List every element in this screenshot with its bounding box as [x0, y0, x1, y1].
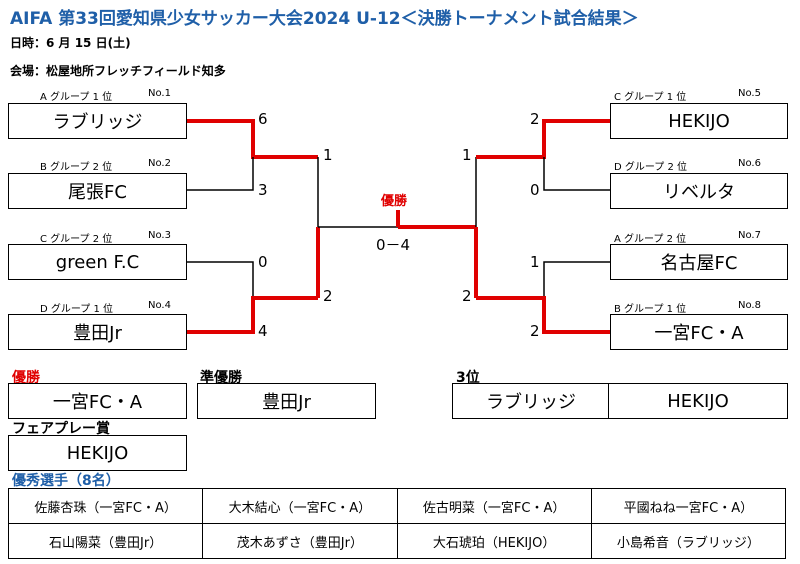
score-team-2: 3 [258, 181, 268, 199]
score-team-6: 0 [530, 181, 540, 199]
match-date: 日時：6 月 15 日(土) [10, 36, 131, 50]
player-cell: 佐古明菜（一宮FC・A） [396, 488, 592, 524]
fair-play-box: HEKIJO [8, 435, 187, 471]
team-no-7: No.7 [738, 230, 761, 241]
team-no-2: No.2 [148, 158, 171, 169]
line-team3 [187, 261, 254, 298]
team-no-3: No.3 [148, 230, 171, 241]
team-box-4: 豊田Jr [8, 314, 187, 350]
group-label-2: B グループ 2 位 [40, 162, 113, 173]
score-team-1: 6 [258, 110, 268, 128]
score-left-semi-bottom: 2 [323, 287, 333, 305]
final-score: 0－4 [376, 236, 411, 254]
page-title: AIFA 第33回愛知県少女サッカー大会2024 U-12＜決勝トーナメント試合… [10, 9, 639, 29]
players-label: 優秀選手（8名） [12, 473, 120, 489]
team-no-8: No.8 [738, 300, 761, 311]
line-team1-winner [187, 119, 318, 159]
third-place-box-2: HEKIJO [608, 383, 788, 419]
player-cell: 小島希音（ラブリッジ） [590, 523, 787, 559]
group-label-3: C グループ 2 位 [40, 234, 113, 245]
team-box-7: 名古屋FC [610, 244, 788, 280]
team-no-6: No.6 [738, 158, 761, 169]
line-team5-winner [476, 119, 610, 159]
line-team4-winner [187, 296, 318, 334]
line-team8-winner [476, 296, 610, 334]
third-place-label: 3位 [456, 370, 480, 386]
line-team7 [543, 261, 610, 298]
table-row: 佐藤杏珠（一宮FC・A） 大木結心（一宮FC・A） 佐古明菜（一宮FC・A） 平… [7, 488, 787, 524]
team-no-5: No.5 [738, 88, 761, 99]
player-cell: 大石琥珀（HEKIJO） [396, 523, 592, 559]
team-box-5: HEKIJO [610, 103, 788, 139]
group-label-5: C グループ 1 位 [614, 92, 687, 103]
group-label-1: A グループ 1 位 [40, 92, 113, 103]
fair-play-label: フェアプレー賞 [12, 421, 110, 437]
player-cell: 石山陽菜（豊田Jr） [7, 523, 204, 559]
players-table: 佐藤杏珠（一宮FC・A） 大木結心（一宮FC・A） 佐古明菜（一宮FC・A） 平… [7, 488, 787, 559]
champion-box: 一宮FC・A [8, 383, 187, 419]
group-label-6: D グループ 2 位 [614, 162, 687, 173]
player-cell: 平國ねね一宮FC・A） [590, 488, 787, 524]
champion-label: 優勝 [12, 370, 40, 386]
player-cell: 茂木あずさ（豊田Jr） [202, 523, 398, 559]
score-team-3: 0 [258, 253, 268, 271]
score-right-semi-top: 1 [462, 146, 472, 164]
player-cell: 佐藤杏珠（一宮FC・A） [7, 488, 204, 524]
team-box-3: green F.C [8, 244, 187, 280]
runner-up-label: 準優勝 [200, 370, 242, 386]
player-cell: 大木結心（一宮FC・A） [202, 488, 398, 524]
final-champion-label: 優勝 [381, 194, 408, 209]
runner-up-box: 豊田Jr [197, 383, 376, 419]
team-box-1: ラブリッジ [8, 103, 187, 139]
table-row: 石山陽菜（豊田Jr） 茂木あずさ（豊田Jr） 大石琥珀（HEKIJO） 小島希音… [7, 523, 787, 559]
score-team-4: 4 [258, 322, 268, 340]
team-no-1: No.1 [148, 88, 171, 99]
team-box-8: 一宮FC・A [610, 314, 788, 350]
line-team2 [187, 157, 254, 191]
score-team-7: 1 [530, 253, 540, 271]
group-label-8: B グループ 1 位 [614, 304, 687, 315]
score-team-8: 2 [530, 322, 540, 340]
score-left-semi-top: 1 [323, 146, 333, 164]
score-team-5: 2 [530, 110, 540, 128]
group-label-7: A グループ 2 位 [614, 234, 687, 245]
team-no-4: No.4 [148, 300, 171, 311]
third-place-box-1: ラブリッジ [452, 383, 610, 419]
team-box-6: リベルタ [610, 173, 788, 209]
score-right-semi-bottom: 2 [462, 287, 472, 305]
line-team6 [543, 157, 610, 191]
team-box-2: 尾張FC [8, 173, 187, 209]
group-label-4: D グループ 1 位 [40, 304, 113, 315]
match-venue: 会場：松屋地所フレッチフィールド知多 [10, 64, 226, 78]
